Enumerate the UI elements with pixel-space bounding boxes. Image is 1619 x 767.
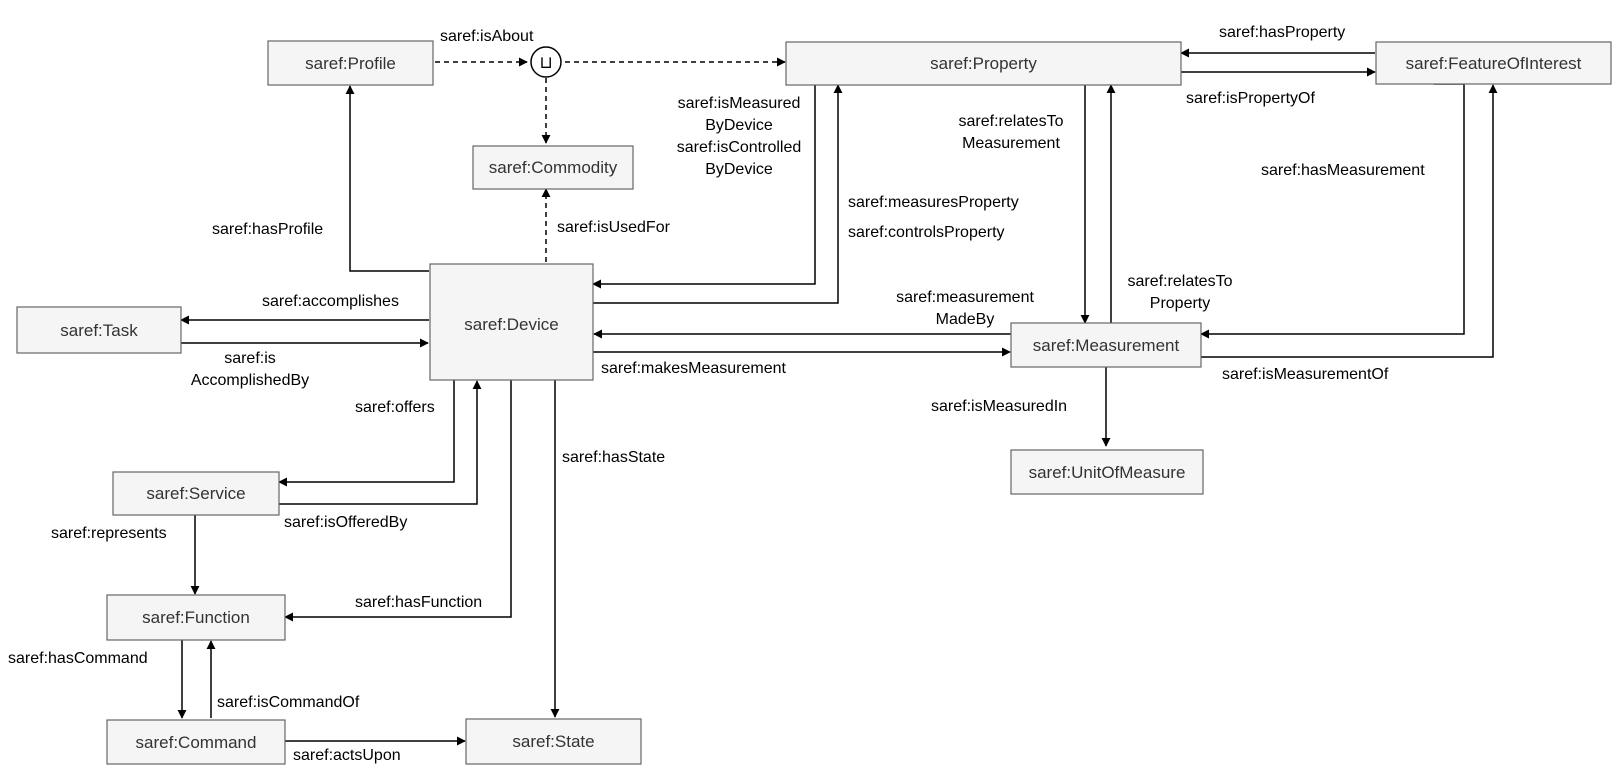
node-command-label: saref:Command (136, 733, 257, 752)
label-has-measurement: saref:hasMeasurement (1261, 162, 1425, 179)
node-unit-of-measure-label: saref:UnitOfMeasure (1029, 463, 1186, 482)
label-is-used-for: saref:isUsedFor (557, 219, 671, 236)
label-controls-property: saref:controlsProperty (848, 224, 1005, 241)
edge-hasmeasurement (1200, 83, 1465, 339)
edge-hasfunction (284, 380, 512, 622)
label-is-measurement-of: saref:isMeasurementOf (1222, 366, 1389, 383)
node-feature-of-interest[interactable]: saref:FeatureOfInterest (1375, 41, 1612, 85)
label-offers: saref:offers (355, 399, 435, 416)
node-profile[interactable]: saref:Profile (267, 40, 434, 86)
node-commodity[interactable]: saref:Commodity (472, 145, 634, 190)
label-has-property: saref:hasProperty (1219, 24, 1345, 41)
label-has-state: saref:hasState (562, 449, 665, 466)
label-is-about: saref:isAbout (440, 28, 534, 45)
label-is-offered-by: saref:isOfferedBy (284, 514, 407, 531)
label-is-accomplished-by-1: saref:is (224, 350, 276, 367)
label-has-function: saref:hasFunction (355, 594, 482, 611)
label-is-accomplished-by-2: AccomplishedBy (191, 372, 309, 389)
label-acts-upon: saref:actsUpon (293, 747, 401, 764)
node-property-label: saref:Property (930, 54, 1037, 73)
label-has-command: saref:hasCommand (8, 650, 148, 667)
label-is-controlled-by-device-1: saref:isControlled (677, 139, 802, 156)
node-commodity-label: saref:Commodity (489, 158, 618, 177)
union-symbol: ⊔ (539, 53, 552, 73)
edge-isofferedby (279, 380, 482, 505)
edge-device-to-property (593, 84, 843, 304)
node-measurement-label: saref:Measurement (1033, 336, 1180, 355)
label-makes-measurement: saref:makesMeasurement (601, 360, 787, 377)
label-is-property-of: saref:isPropertyOf (1186, 90, 1315, 107)
node-function[interactable]: saref:Function (106, 594, 286, 641)
label-has-profile: saref:hasProfile (212, 221, 323, 238)
label-relates-to-measurement-2: Measurement (962, 135, 1060, 152)
node-function-label: saref:Function (142, 608, 250, 627)
node-feature-of-interest-label: saref:FeatureOfInterest (1406, 54, 1582, 73)
union-node: ⊔ (530, 46, 562, 78)
node-state[interactable]: saref:State (465, 718, 642, 765)
label-relates-to-property-2: Property (1150, 295, 1210, 312)
label-relates-to-measurement-1: saref:relatesTo (959, 113, 1064, 130)
node-service[interactable]: saref:Service (112, 471, 280, 516)
node-command[interactable]: saref:Command (106, 719, 286, 765)
label-is-command-of: saref:isCommandOf (217, 694, 360, 711)
node-device[interactable]: saref:Device (429, 263, 594, 381)
label-accomplishes: saref:accomplishes (262, 293, 399, 310)
node-profile-label: saref:Profile (305, 54, 396, 73)
label-measures-property: saref:measuresProperty (848, 194, 1019, 211)
label-is-measured-in: saref:isMeasuredIn (931, 398, 1067, 415)
edge-hasprofile (345, 85, 429, 272)
edge-ismeasurementof (1201, 84, 1498, 358)
label-measurement-made-by-1: saref:measurement (896, 289, 1034, 306)
node-task-label: saref:Task (60, 321, 138, 340)
label-measurement-made-by-2: MadeBy (936, 311, 995, 328)
node-unit-of-measure[interactable]: saref:UnitOfMeasure (1010, 449, 1204, 495)
node-state-label: saref:State (512, 732, 594, 751)
node-property[interactable]: saref:Property (785, 41, 1182, 86)
label-represents: saref:represents (51, 525, 167, 542)
edge-offers (278, 380, 455, 487)
node-service-label: saref:Service (146, 484, 245, 503)
node-task[interactable]: saref:Task (16, 306, 182, 354)
label-is-measured-by-device-2: ByDevice (705, 117, 773, 134)
node-device-label: saref:Device (464, 315, 558, 334)
node-measurement[interactable]: saref:Measurement (1010, 322, 1202, 368)
edge-labels: saref:isAbout saref:hasProperty saref:is… (8, 24, 1425, 764)
label-relates-to-property-1: saref:relatesTo (1128, 273, 1233, 290)
edges (177, 48, 1498, 746)
label-is-measured-by-device-1: saref:isMeasured (678, 95, 801, 112)
label-is-controlled-by-device-2: ByDevice (705, 161, 773, 178)
edge-property-to-device (592, 84, 816, 289)
